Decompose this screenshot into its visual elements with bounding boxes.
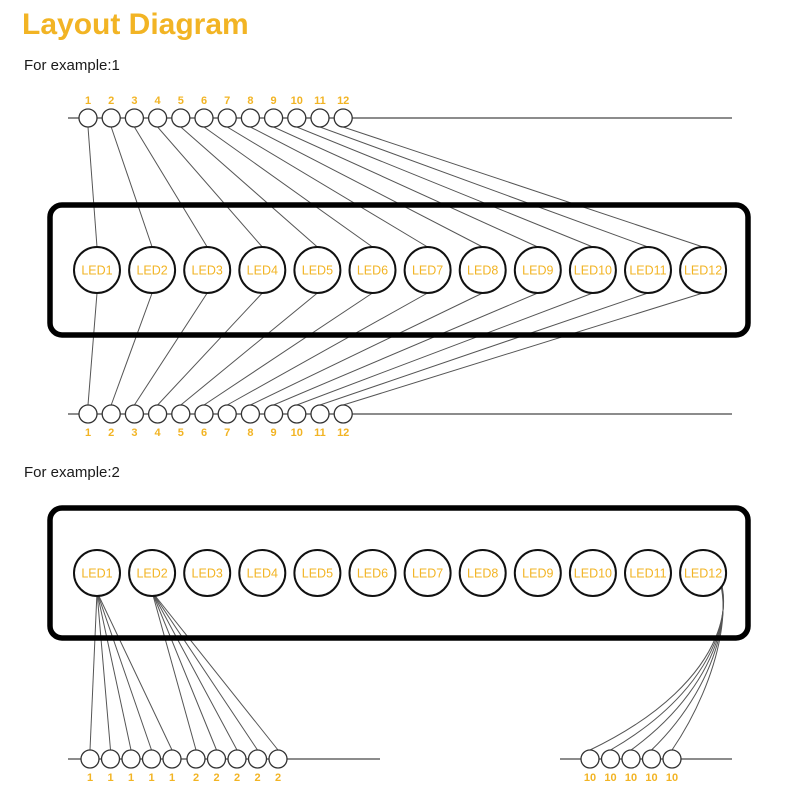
led-label: LED5 (302, 566, 333, 580)
example-1-led-enclosure (47, 202, 751, 338)
example-1-led-group: LED1 LED2 LED3 LED4 LED5 LED6 LED7 LED8 LED9 LED1… (73, 246, 728, 294)
pin-label: 8 (247, 95, 253, 107)
pin-label: 10 (291, 95, 303, 107)
example-2-node-group: 1 1 1 1 1 2 2 2 2 2 10 10 10 10 10 (80, 749, 682, 784)
pin-label: 6 (201, 427, 207, 439)
example-1-wire-group (87, 126, 704, 406)
led-label: LED12 (684, 566, 722, 580)
led-label: LED9 (522, 566, 553, 580)
led-node (73, 246, 121, 294)
pin-label: 10 (645, 772, 657, 784)
led-label: LED8 (467, 566, 498, 580)
led-label: LED1 (81, 263, 112, 277)
led-node (183, 549, 232, 597)
pin-label: 1 (148, 772, 154, 784)
led-node (458, 549, 507, 597)
pin-label: 1 (128, 772, 134, 784)
pin-label: 5 (178, 427, 184, 439)
led-label: LED6 (357, 566, 388, 580)
led-label: LED11 (629, 566, 666, 580)
led-node (624, 549, 672, 597)
pin-label: 2 (275, 772, 281, 784)
led-label: LED9 (522, 263, 553, 277)
led-node (568, 246, 617, 294)
led-label: LED1 (81, 566, 112, 580)
led-node (513, 549, 562, 597)
pin-label: 12 (337, 427, 349, 439)
led-node (679, 549, 728, 597)
led-label: LED10 (574, 566, 612, 580)
led-node (238, 549, 287, 597)
led-node (128, 246, 177, 294)
pin-label: 1 (169, 772, 175, 784)
pin-label: 11 (314, 427, 326, 439)
pin-label: 8 (247, 427, 253, 439)
pin-label: 10 (604, 772, 616, 784)
led-label: LED5 (302, 263, 333, 277)
led-label: LED8 (467, 263, 498, 277)
pin-label: 2 (234, 772, 240, 784)
led-node (679, 246, 728, 294)
page-title: Layout Diagram (22, 8, 249, 41)
example-2-led-enclosure (47, 505, 751, 641)
led-label: LED2 (136, 566, 167, 580)
pin-label: 7 (224, 427, 230, 439)
led-node (238, 246, 287, 294)
led-node (293, 246, 342, 294)
led-node (624, 246, 672, 294)
pin-label: 1 (87, 772, 93, 784)
led-node (183, 246, 232, 294)
led-node (458, 246, 507, 294)
led-node (403, 549, 452, 597)
pin-label: 5 (178, 95, 184, 107)
pin-label: 6 (201, 95, 207, 107)
example-2-led-group: LED1 LED2 LED3 LED4 LED5 LED6 LED7 LED8 LED9 LED1… (73, 549, 728, 597)
led-node (348, 246, 397, 294)
led-label: LED11 (629, 263, 666, 277)
pin-label: 2 (213, 772, 219, 784)
pin-label: 12 (337, 95, 349, 107)
led-label: LED6 (357, 263, 388, 277)
pin-label: 7 (224, 95, 230, 107)
pin-label: 4 (155, 95, 162, 107)
pin-label: 3 (131, 95, 137, 107)
pin-label: 1 (107, 772, 113, 784)
led-node (73, 549, 121, 597)
pin-label: 4 (155, 427, 162, 439)
led-label: LED4 (247, 263, 278, 277)
pin-label: 2 (254, 772, 260, 784)
led-label: LED12 (684, 263, 722, 277)
pin-label: 10 (625, 772, 637, 784)
pin-label: 10 (666, 772, 678, 784)
led-label: LED3 (192, 263, 223, 277)
led-node (513, 246, 562, 294)
pin-label: 3 (131, 427, 137, 439)
led-label: LED7 (412, 263, 443, 277)
led-node (128, 549, 177, 597)
led-node (403, 246, 452, 294)
pin-label: 10 (584, 772, 596, 784)
section-label-example-2: For example:2 (24, 464, 120, 481)
led-node (293, 549, 342, 597)
led-node (568, 549, 617, 597)
led-label: LED7 (412, 566, 443, 580)
pin-label: 1 (85, 95, 91, 107)
pin-label: 1 (85, 427, 91, 439)
pin-label: 9 (271, 95, 277, 107)
led-label: LED2 (136, 263, 167, 277)
pin-label: 2 (108, 427, 114, 439)
pin-label: 10 (291, 427, 303, 439)
pin-label: 2 (108, 95, 114, 107)
led-node (348, 549, 397, 597)
led-label: LED4 (247, 566, 278, 580)
pin-label: 11 (314, 95, 326, 107)
led-label: LED3 (192, 566, 223, 580)
pin-label: 2 (193, 772, 199, 784)
section-label-example-1: For example:1 (24, 57, 120, 74)
pin-label: 9 (271, 427, 277, 439)
led-label: LED10 (574, 263, 612, 277)
